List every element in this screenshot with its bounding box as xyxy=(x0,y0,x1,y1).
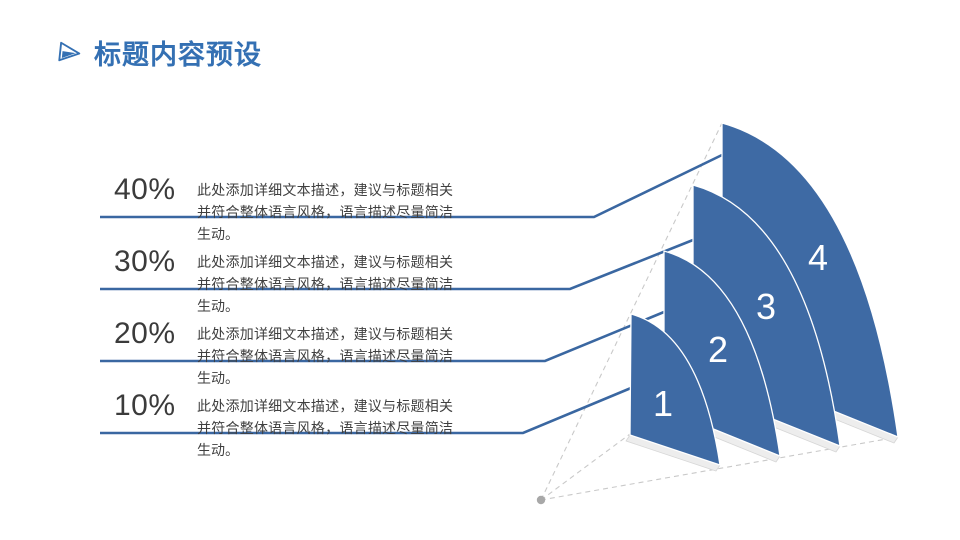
fan-segment-label-2: 2 xyxy=(708,329,728,370)
fan-segment-label-1: 1 xyxy=(653,383,673,424)
guide-line-mast-bases xyxy=(540,433,631,501)
slide-title: 标题内容预设 xyxy=(94,40,262,70)
guide-line-front-corners xyxy=(540,436,899,501)
vanishing-point-dot xyxy=(536,495,546,505)
stat-item-10: 10% 此处添加详细文本描述，建议与标题相关并符合整体语言风格，语言描述尽量简洁… xyxy=(114,391,474,465)
fan-segment-label-4: 4 xyxy=(808,237,828,278)
stat-percent: 40% xyxy=(114,173,176,206)
fan-segment-labels: 4 3 2 1 xyxy=(653,237,828,424)
stat-item-30: 30% 此处添加详细文本描述，建议与标题相关并符合整体语言风格，语言描述尽量简洁… xyxy=(114,247,474,321)
stat-description: 此处添加详细文本描述，建议与标题相关并符合整体语言风格，语言描述尽量简洁生动。 xyxy=(197,326,453,386)
stat-percent: 30% xyxy=(114,245,176,278)
stat-description: 此处添加详细文本描述，建议与标题相关并符合整体语言风格，语言描述尽量简洁生动。 xyxy=(197,398,453,458)
perspective-guides xyxy=(540,122,899,501)
stat-percent: 20% xyxy=(114,317,176,350)
connector-line-20 xyxy=(100,310,665,363)
stat-description: 此处添加详细文本描述，建议与标题相关并符合整体语言风格，语言描述尽量简洁生动。 xyxy=(197,182,453,242)
stat-description: 此处添加详细文本描述，建议与标题相关并符合整体语言风格，语言描述尽量简洁生动。 xyxy=(197,254,453,314)
guide-line-tips xyxy=(540,122,723,501)
connector-line-30 xyxy=(100,238,694,291)
connector-line-10 xyxy=(100,386,632,435)
connector-line-40 xyxy=(100,153,723,219)
fan-segments xyxy=(625,122,899,472)
connector-lines xyxy=(100,153,723,435)
stat-item-40: 40% 此处添加详细文本描述，建议与标题相关并符合整体语言风格，语言描述尽量简洁… xyxy=(114,175,474,249)
fan-segment-label-3: 3 xyxy=(756,286,776,327)
fan-segment-1 xyxy=(629,313,721,466)
stat-item-20: 20% 此处添加详细文本描述，建议与标题相关并符合整体语言风格，语言描述尽量简洁… xyxy=(114,319,474,393)
stat-percent: 10% xyxy=(114,389,176,422)
arrowhead-right-icon xyxy=(58,41,81,62)
slide-title-row: 标题内容预设 xyxy=(56,33,262,72)
